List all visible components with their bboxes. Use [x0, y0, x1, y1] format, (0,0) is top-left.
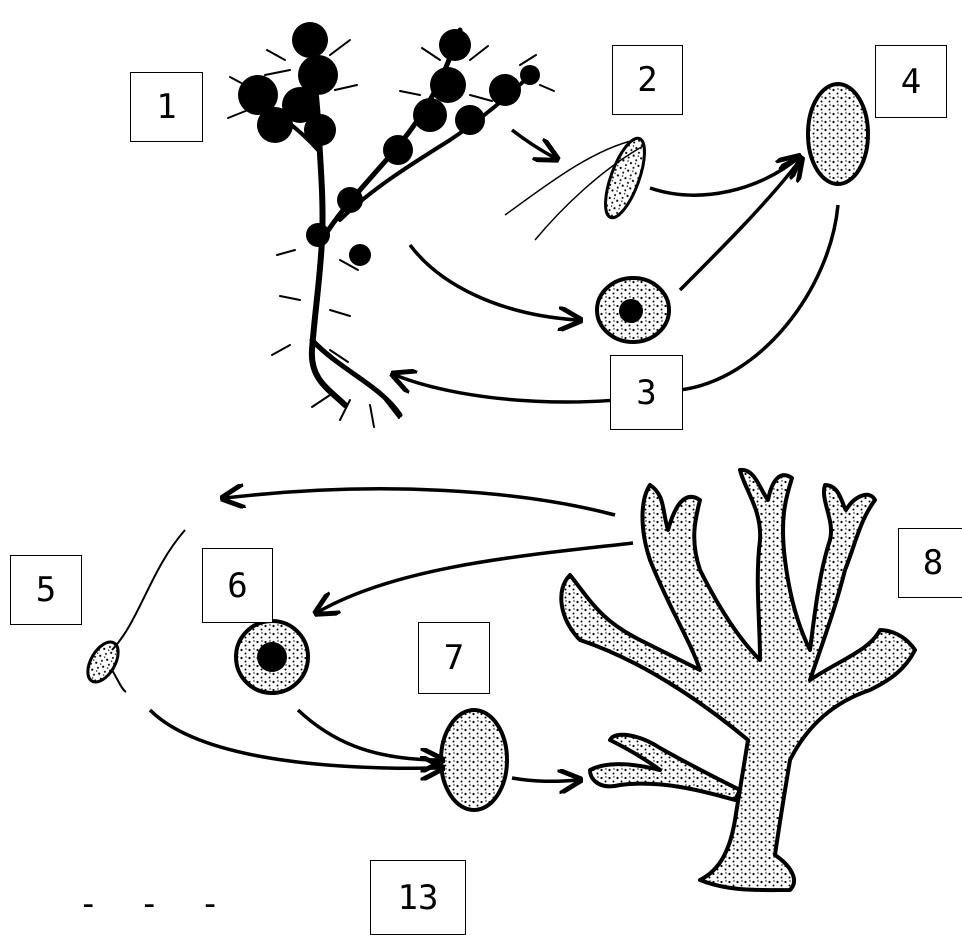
zygote-bottom — [441, 710, 507, 810]
label-4: 4 — [875, 45, 947, 118]
bottom-cycle-arrows — [150, 489, 633, 781]
spermatozoid-bottom — [82, 530, 185, 692]
zygote-top — [808, 84, 868, 184]
egg-cell-top — [597, 278, 669, 342]
footer-mark: - - - — [78, 884, 230, 924]
label-1: 1 — [130, 72, 203, 142]
spermatozoid — [505, 134, 653, 240]
branched-plant — [228, 22, 554, 427]
label-5: 5 — [10, 555, 82, 625]
branched-thallus — [561, 470, 915, 890]
label-3: 3 — [610, 355, 683, 430]
label-8: 8 — [898, 528, 962, 598]
label-7: 7 — [418, 622, 490, 694]
label-2: 2 — [612, 45, 683, 115]
label-13: 13 — [370, 860, 466, 935]
label-6: 6 — [202, 548, 273, 623]
egg-cell-bottom — [236, 621, 308, 693]
